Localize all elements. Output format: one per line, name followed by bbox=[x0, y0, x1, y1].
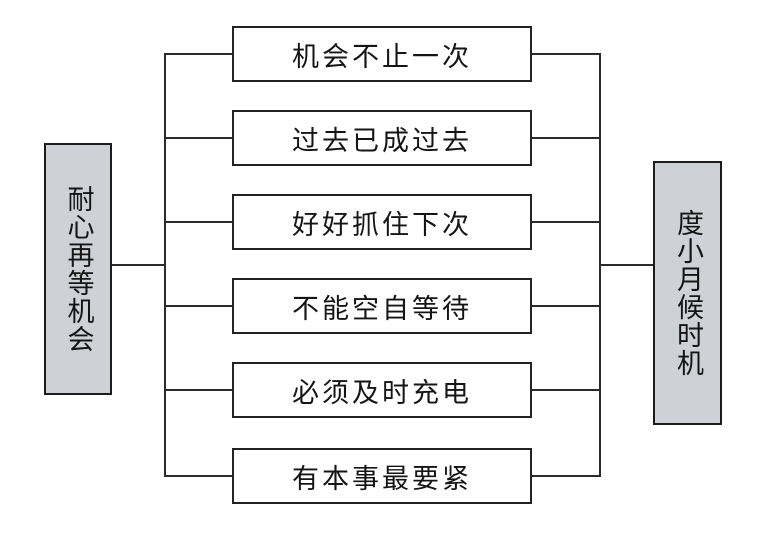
item-box-3-label: 好好抓住下次 bbox=[292, 209, 472, 240]
item-box-6-label: 有本事最要紧 bbox=[292, 463, 472, 494]
item-box-1-label: 机会不止一次 bbox=[292, 41, 472, 72]
item-box-4[interactable]: 不能空自等待 bbox=[232, 278, 532, 334]
left-branch-6 bbox=[164, 475, 234, 477]
right-end-node-label: 度小月候时机 bbox=[672, 209, 703, 377]
item-box-3[interactable]: 好好抓住下次 bbox=[232, 194, 532, 250]
right-end-node[interactable]: 度小月候时机 bbox=[653, 161, 722, 425]
right-branch-1 bbox=[531, 53, 601, 55]
right-stem-line bbox=[599, 264, 655, 266]
left-branch-1 bbox=[164, 53, 234, 55]
item-box-4-label: 不能空自等待 bbox=[292, 293, 472, 324]
item-box-5-label: 必须及时充电 bbox=[292, 377, 472, 408]
left-stem-line bbox=[112, 264, 166, 266]
left-branch-5 bbox=[164, 389, 234, 391]
left-end-node-label: 耐心再等机会 bbox=[63, 185, 94, 353]
right-branch-5 bbox=[531, 389, 601, 391]
right-branch-3 bbox=[531, 221, 601, 223]
left-end-node[interactable]: 耐心再等机会 bbox=[44, 143, 112, 395]
item-box-1[interactable]: 机会不止一次 bbox=[232, 26, 532, 82]
item-box-5[interactable]: 必须及时充电 bbox=[232, 362, 532, 418]
item-box-2-label: 过去已成过去 bbox=[292, 125, 472, 156]
right-branch-2 bbox=[531, 137, 601, 139]
right-branch-6 bbox=[531, 475, 601, 477]
left-branch-4 bbox=[164, 305, 234, 307]
item-box-6[interactable]: 有本事最要紧 bbox=[232, 448, 532, 504]
left-spine-line bbox=[164, 53, 166, 477]
item-box-2[interactable]: 过去已成过去 bbox=[232, 110, 532, 166]
left-branch-3 bbox=[164, 221, 234, 223]
left-branch-2 bbox=[164, 137, 234, 139]
right-branch-4 bbox=[531, 305, 601, 307]
